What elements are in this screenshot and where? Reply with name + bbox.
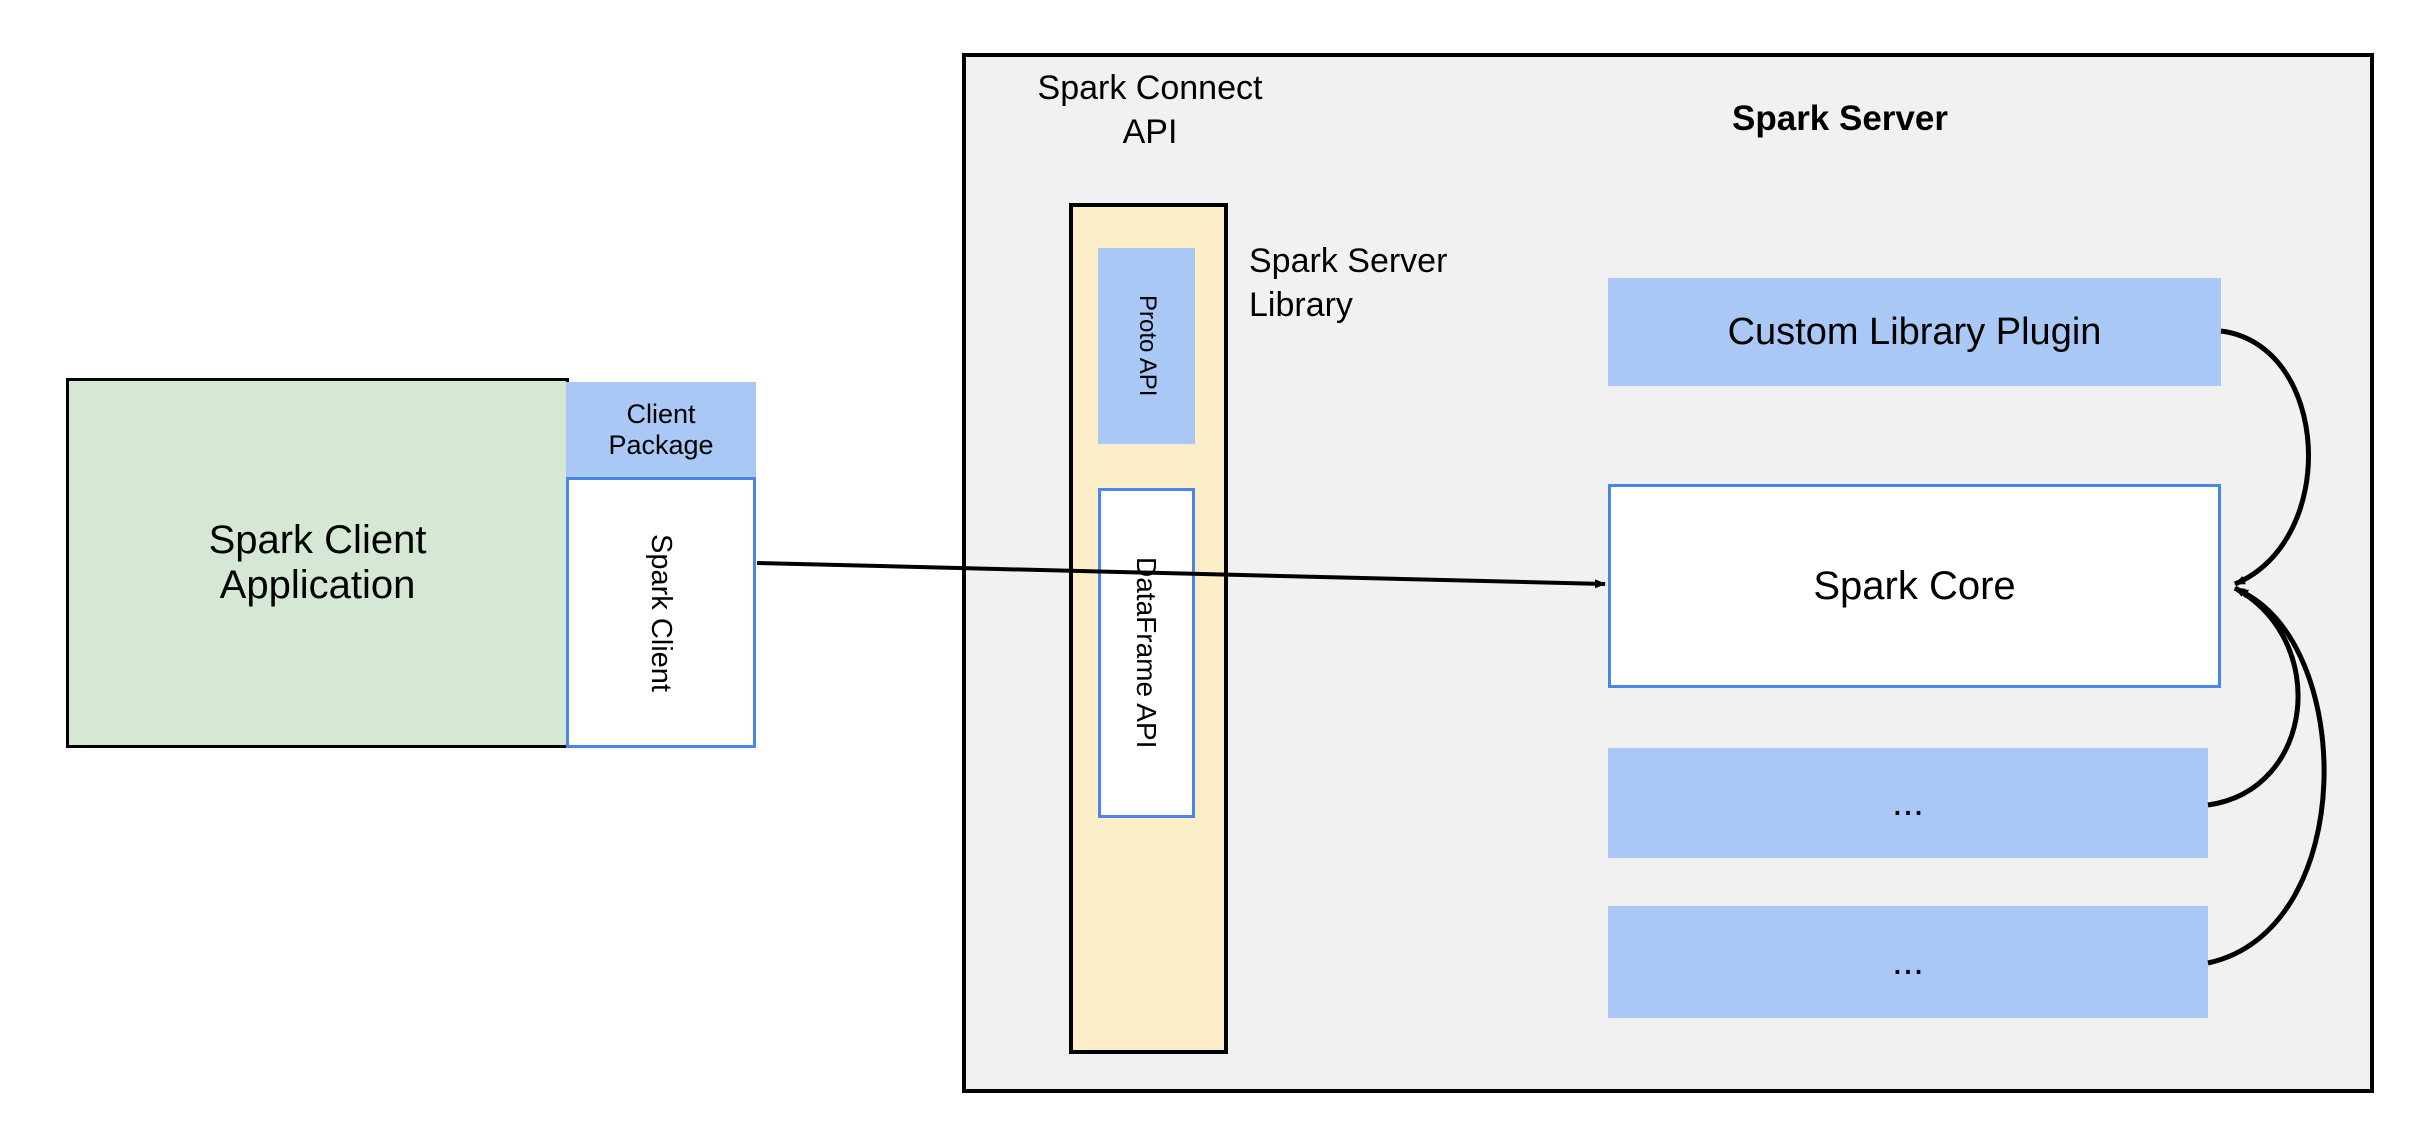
ellipsis-box-1-label: ... (1892, 781, 1924, 824)
spark-connect-api-label-line1: Spark Connect (1037, 69, 1263, 107)
spark-server-library-label: Spark Server Library (1249, 240, 1549, 332)
spark-core-label: Spark Core (1813, 563, 2016, 608)
spark-core-box[interactable]: Spark Core (1608, 484, 2221, 688)
spark-client-application-label-line2: Application (219, 563, 416, 607)
ellipsis-box-1[interactable]: ... (1608, 748, 2208, 858)
custom-library-plugin-box[interactable]: Custom Library Plugin (1608, 278, 2221, 386)
proto-api-label: Proto API (1133, 295, 1161, 397)
client-package-label-line2: Package (608, 429, 714, 460)
spark-client-application-box[interactable]: Spark Client Application (66, 378, 569, 748)
spark-server-library-label-line2: Library (1249, 285, 1353, 324)
spark-client-box[interactable]: Spark Client (566, 477, 756, 748)
spark-connect-api-label-line2: API (1122, 112, 1178, 151)
ellipsis-box-2[interactable]: ... (1608, 906, 2208, 1018)
proto-api-box[interactable]: Proto API (1098, 248, 1195, 444)
dataframe-api-box[interactable]: DataFrame API (1098, 488, 1195, 818)
dataframe-api-label: DataFrame API (1131, 557, 1163, 749)
ellipsis-box-2-label: ... (1892, 940, 1924, 983)
client-package-label-line1: Client (626, 399, 696, 430)
spark-client-application-label-line1: Spark Client (208, 518, 427, 563)
spark-client-label: Spark Client (645, 533, 678, 692)
spark-server-library-label-line1: Spark Server (1249, 242, 1448, 280)
client-package-box[interactable]: Client Package (566, 382, 756, 477)
spark-connect-api-label: Spark Connect API (1000, 67, 1300, 157)
spark-server-title: Spark Server (1732, 99, 1948, 138)
custom-library-plugin-label: Custom Library Plugin (1727, 310, 2102, 353)
